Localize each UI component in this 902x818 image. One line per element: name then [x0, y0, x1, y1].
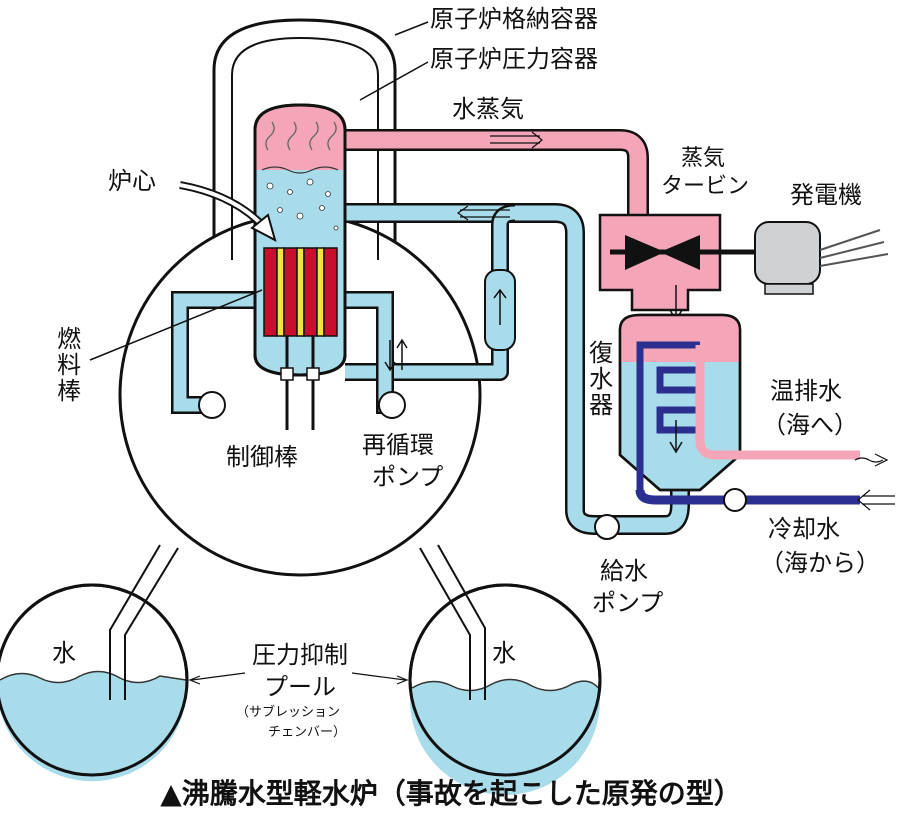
label-water-right: 水 [492, 639, 516, 667]
label-suppression-1: 圧力抑制 [252, 641, 348, 669]
feedwater-line [345, 203, 690, 535]
label-control-rod: 制御棒 [226, 443, 298, 471]
label-fuel-rod: 燃料棒 [52, 326, 81, 404]
label-cooling-water-1: 冷却水 [768, 515, 840, 543]
condenser [618, 313, 860, 505]
suppression-pool-left [0, 583, 189, 782]
label-recirc-pump-2: ポンプ [372, 463, 444, 491]
label-pressure-vessel: 原子炉圧力容器 [430, 45, 598, 73]
label-condenser: 復水器 [584, 340, 613, 418]
recirc-pump-right [378, 391, 406, 419]
downcomer-pipes [109, 544, 486, 700]
label-suppression-2: プール [264, 673, 336, 701]
label-warm-discharge-1: 温排水 [770, 377, 842, 405]
label-suppression-4: チェンバー） [267, 725, 346, 740]
cooling-pump [723, 488, 747, 512]
suppression-pool-right [408, 583, 602, 795]
label-water-left: 水 [52, 639, 76, 667]
generator [754, 221, 889, 295]
containment-inner-wall [231, 36, 379, 260]
recirc-arrows [384, 338, 408, 372]
warm-discharge-arrow [854, 453, 889, 467]
label-cooling-water-2: （海から） [760, 549, 880, 577]
feedwater-arrow [456, 205, 510, 221]
label-steam-turbine-1: 蒸気 [680, 146, 725, 171]
label-warm-discharge-2: （海へ） [762, 411, 858, 439]
suppression-arrows [188, 672, 409, 685]
control-rods [280, 336, 320, 430]
cooling-water-arrow [857, 489, 895, 511]
label-core: 炉心 [108, 167, 156, 195]
label-recirc-pump-1: 再循環 [362, 431, 434, 459]
label-generator: 発電機 [790, 181, 862, 209]
leader-lines [89, 21, 429, 361]
label-steam: 水蒸気 [452, 95, 524, 123]
recirc-pump-left [198, 391, 226, 419]
steam-arrow [490, 131, 543, 149]
label-containment-vessel: 原子炉格納容器 [430, 5, 598, 33]
label-feed-pump-1: 給水 [600, 557, 648, 585]
feed-pump [594, 514, 620, 540]
figure-caption: ▲沸騰水型軽水炉（事故を起こした原発の型） [160, 777, 742, 810]
left-recirc-loop [171, 291, 255, 414]
label-feed-pump-2: ポンプ [592, 589, 664, 617]
label-steam-turbine-2: タービン [660, 174, 749, 199]
fuel-rods [263, 247, 338, 337]
steam-line [345, 129, 649, 225]
label-suppression-3: （サブレッション [235, 705, 340, 720]
steam-turbine [598, 213, 760, 312]
